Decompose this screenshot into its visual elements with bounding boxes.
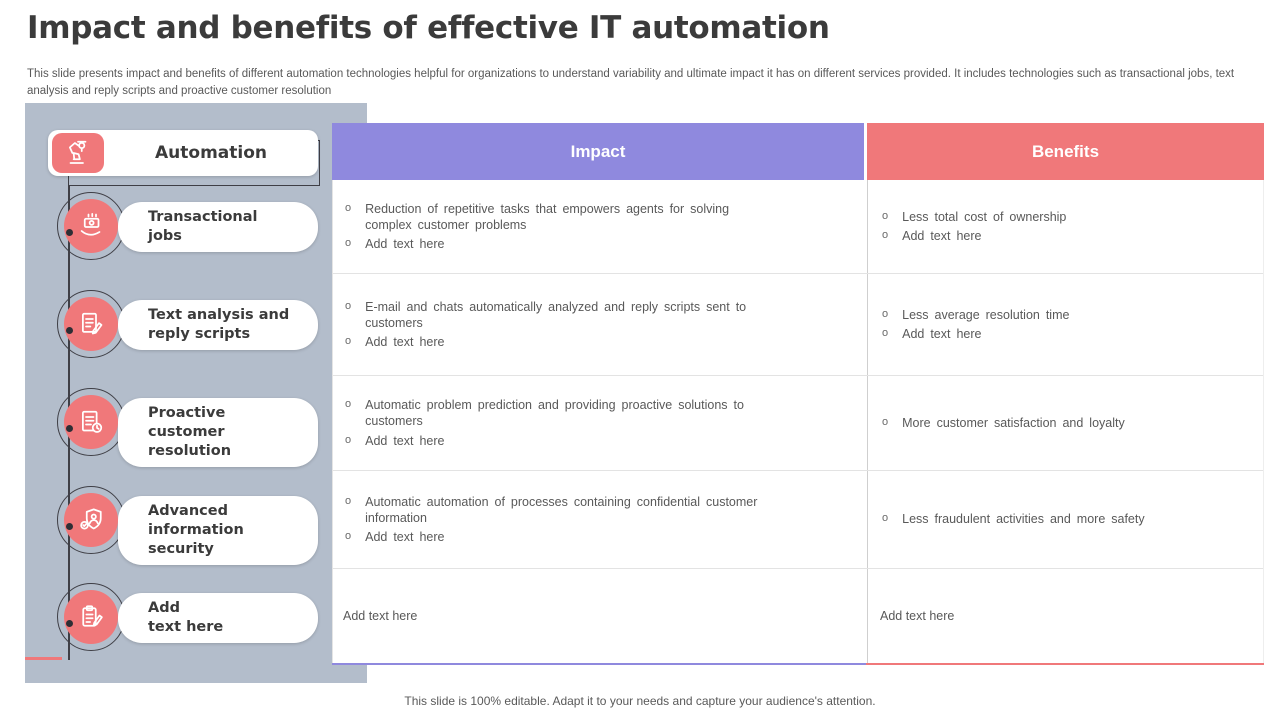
benefits-cell: Less fraudulent activities and more safe… [867, 471, 1263, 568]
automation-header-label: Automation [155, 143, 267, 163]
sidebar-item-label: Add text here [118, 593, 318, 643]
connector-dot [66, 620, 73, 627]
hand-money-icon [64, 199, 118, 253]
benefits-cell: More customer satisfaction and loyalty [867, 376, 1263, 470]
bullet-item: Add text here [880, 228, 1243, 244]
impact-cell: Automatic automation of processes contai… [333, 471, 867, 568]
document-clock-icon [64, 395, 118, 449]
benefits-cell: Add text here [867, 569, 1263, 663]
sidebar-item: Add text here [25, 583, 367, 656]
impact-header: Impact [332, 123, 864, 180]
bullet-item: Less fraudulent activities and more safe… [880, 511, 1243, 527]
table-row: Reduction of repetitive tasks that empow… [333, 180, 1263, 273]
page-title: Impact and benefits of effective IT auto… [27, 10, 830, 46]
sidebar-item-label: Advanced information security [118, 496, 318, 565]
document-pen-icon [64, 297, 118, 351]
benefits-cell: Less average resolution timeAdd text her… [867, 274, 1263, 375]
clipboard-pen-icon [64, 590, 118, 644]
impact-cell: Add text here [333, 569, 867, 663]
impact-benefits-table: Impact Benefits Reduction of repetitive … [332, 123, 1264, 665]
bullet-item: Automatic problem prediction and providi… [343, 397, 772, 430]
sidebar-item: Proactive customer resolution [25, 388, 367, 467]
slide-description: This slide presents impact and benefits … [27, 68, 1235, 97]
bullet-item: E-mail and chats automatically analyzed … [343, 299, 772, 332]
sidebar-item-label: Text analysis and reply scripts [118, 300, 318, 350]
placeholder-text: Add text here [880, 609, 955, 623]
impact-bottom-border [332, 663, 866, 665]
placeholder-text: Add text here [343, 609, 418, 623]
table-row: E-mail and chats automatically analyzed … [333, 273, 1263, 375]
automation-header: Automation [48, 130, 318, 176]
benefits-cell: Less total cost of ownershipAdd text her… [867, 180, 1263, 273]
bullet-item: Add text here [343, 236, 772, 252]
connector-dot [66, 327, 73, 334]
bullet-item: Add text here [880, 326, 1243, 342]
table-row: Add text here Add text here [333, 568, 1263, 663]
impact-cell: Automatic problem prediction and providi… [333, 376, 867, 470]
bullet-item: Add text here [343, 529, 772, 545]
benefits-bottom-border [866, 663, 1264, 665]
bullet-item: Add text here [343, 433, 772, 449]
sidebar-item: Transactional jobs [25, 192, 367, 265]
benefits-header: Benefits [867, 123, 1264, 180]
impact-cell: E-mail and chats automatically analyzed … [333, 274, 867, 375]
shield-user-icon [64, 493, 118, 547]
sidebar-item-label: Proactive customer resolution [118, 398, 318, 467]
bullet-item: Reduction of repetitive tasks that empow… [343, 201, 772, 234]
connector-dot [66, 425, 73, 432]
robot-arm-icon [52, 133, 104, 173]
connector-dot [66, 523, 73, 530]
table-bottom-border [332, 663, 1264, 665]
connector-dot [66, 229, 73, 236]
sidebar-item: Text analysis and reply scripts [25, 290, 367, 363]
bullet-item: Automatic automation of processes contai… [343, 494, 772, 527]
table-row: Automatic problem prediction and providi… [333, 375, 1263, 470]
red-tick-line [25, 657, 62, 660]
table-body: Reduction of repetitive tasks that empow… [332, 180, 1264, 663]
table-header-row: Impact Benefits [332, 123, 1264, 180]
bullet-item: Less total cost of ownership [880, 209, 1243, 225]
bullet-item: Add text here [343, 334, 772, 350]
bullet-item: Less average resolution time [880, 307, 1243, 323]
bullet-item: More customer satisfaction and loyalty [880, 415, 1243, 431]
sidebar-item-label: Transactional jobs [118, 202, 318, 252]
table-row: Automatic automation of processes contai… [333, 470, 1263, 568]
sidebar-item: Advanced information security [25, 486, 367, 565]
impact-cell: Reduction of repetitive tasks that empow… [333, 180, 867, 273]
slide-footer-note: This slide is 100% editable. Adapt it to… [404, 694, 876, 708]
